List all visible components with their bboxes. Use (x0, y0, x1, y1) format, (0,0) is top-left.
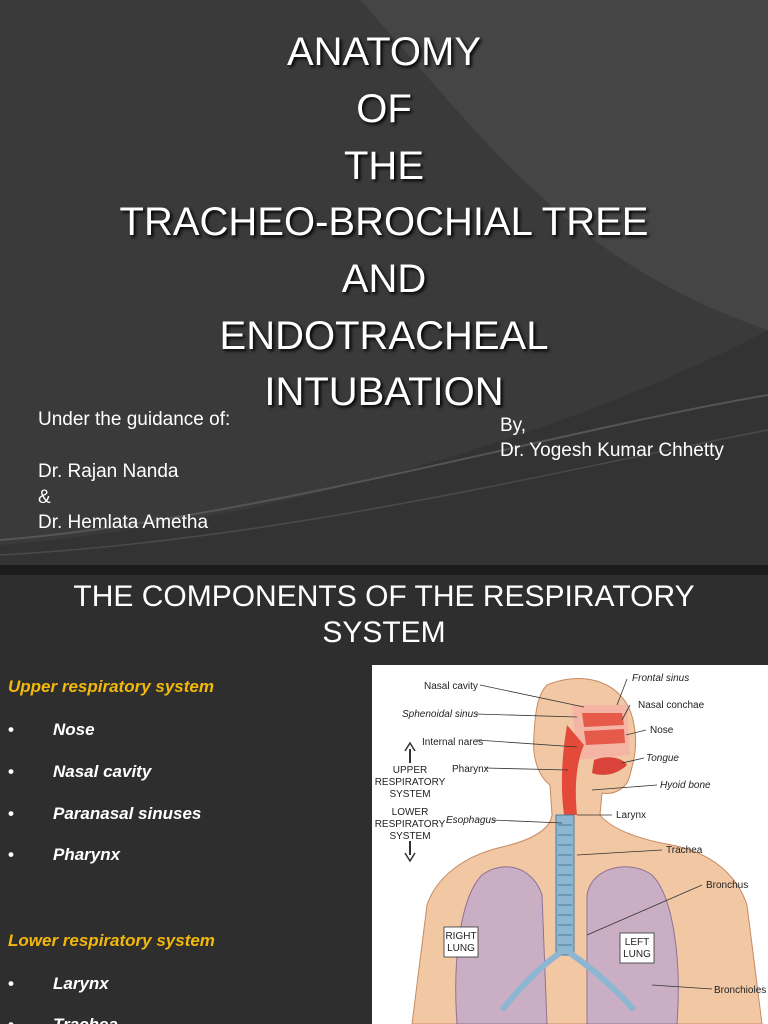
label-right-lung-2: LUNG (447, 943, 475, 954)
guide-name-1: Dr. Rajan Nanda (38, 461, 179, 482)
label-sphenoidal-sinus: Sphenoidal sinus (402, 709, 478, 720)
by-label: By, (500, 415, 527, 436)
respiratory-anatomy-illustration: Nasal cavity Sphenoidal sinus Internal n… (375, 673, 766, 1024)
title-line-4: TRACHEO-BROCHIAL TREE (119, 200, 649, 244)
label-lower-system-3: SYSTEM (389, 831, 430, 842)
label-hyoid-bone: Hyoid bone (660, 780, 711, 791)
title-line-6: ENDOTRACHEAL (219, 314, 549, 358)
lower-heading: Lower respiratory system (8, 931, 215, 950)
upper-heading: Upper respiratory system (8, 677, 214, 696)
label-lower-system-1: LOWER (392, 807, 429, 818)
title-line-7: INTUBATION (264, 370, 504, 414)
label-left-lung-1: LEFT (625, 937, 649, 948)
label-left-lung-2: LUNG (623, 949, 651, 960)
page-divider (0, 565, 768, 575)
label-tongue: Tongue (646, 753, 679, 764)
guidance-heading: Under the guidance of: (38, 409, 231, 430)
label-frontal-sinus: Frontal sinus (632, 673, 689, 684)
title-slide: ANATOMY OF THE TRACHEO-BROCHIAL TREE AND… (0, 0, 768, 565)
label-pharynx: Pharynx (452, 764, 489, 775)
label-upper-system-1: UPPER (393, 765, 427, 776)
label-bronchioles: Bronchioles (714, 985, 766, 996)
label-bronchus: Bronchus (706, 880, 748, 891)
background-swoosh (0, 0, 768, 556)
title-line-3: THE (344, 144, 424, 188)
label-upper-system-3: SYSTEM (389, 789, 430, 800)
slide2-title-text: THE COMPONENTS OF THE RESPIRATORY SYSTEM (73, 580, 695, 649)
respiratory-anatomy-figure: Nasal cavity Sphenoidal sinus Internal n… (372, 665, 768, 1024)
label-lower-system-2: RESPIRATORY (375, 819, 446, 830)
label-esophagus: Esophagus (446, 815, 496, 826)
label-nasal-cavity: Nasal cavity (424, 681, 478, 692)
slide2-title: THE COMPONENTS OF THE RESPIRATORY SYSTEM (0, 579, 768, 651)
label-right-lung-1: RIGHT (445, 931, 476, 942)
components-slide: THE COMPONENTS OF THE RESPIRATORY SYSTEM… (0, 575, 768, 1024)
title-line-5: AND (341, 257, 427, 301)
label-nasal-conchae: Nasal conchae (638, 700, 705, 711)
label-upper-system-2: RESPIRATORY (375, 777, 446, 788)
title-line-2: OF (356, 87, 412, 131)
ampersand: & (38, 487, 51, 508)
title-line-1: ANATOMY (286, 30, 482, 74)
guide-name-2: Dr. Hemlata Ametha (38, 512, 209, 533)
label-nose: Nose (650, 725, 674, 736)
label-internal-nares: Internal nares (422, 737, 483, 748)
label-trachea: Trachea (666, 845, 703, 856)
author-name: Dr. Yogesh Kumar Chhetty (500, 440, 724, 461)
label-larynx: Larynx (616, 810, 646, 821)
